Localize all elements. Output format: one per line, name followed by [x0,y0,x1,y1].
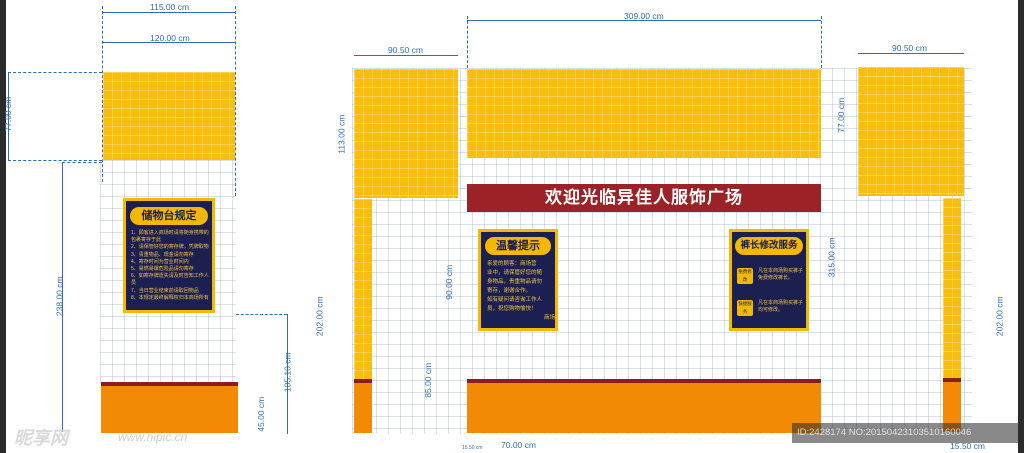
dim-label-105: 105.10 cm [282,352,293,393]
rules-line: 5、易燃易爆危险品请勿寄存 [131,266,194,273]
tips-line: 亲爱的顾客：商场营 [487,261,537,267]
left-pillar-base [354,383,372,433]
service-item: 快捷服务 凡在本商场购买裤子均可修改。 [737,298,807,318]
center-base-stripe [467,379,821,383]
dim-label-113: 113.00 cm [336,114,347,154]
rules-board-title: 储物台规定 [130,207,208,225]
dim-guide [8,72,102,73]
tips-line: 如有疑问请咨询工作人 [487,297,543,303]
right-pillar-stripe [943,378,961,382]
dim-guide [62,162,102,163]
dim-label-90-right: 90.50 cm [892,43,927,53]
right-pillar-base [943,382,961,432]
dim-line-90-right [858,53,964,54]
service-item-tag: 免费修改 [737,268,753,284]
watermark-url: www.nipic.cn [118,430,188,444]
service-board: 裤长修改服务 免费修改 凡在本商场购买裤子免费修改裤长。 快捷服务 凡在本商场购… [729,229,809,331]
tips-board-text: 亲爱的顾客：商场营 业中，请保管好您的随 身物品，贵重物品请勿 寄存，谢谢合作。… [487,260,555,323]
tips-line: 员，祝您购物愉快！ [487,306,537,312]
right-pillar-column [943,198,961,378]
tips-line: 业中，请保管好您的随 [487,270,543,276]
service-board-title: 裤长修改服务 [735,237,803,255]
dim-guide [236,314,287,315]
dim-line-238 [62,162,63,432]
rules-line: 7、当日营业结束前请取回物品 [131,287,199,294]
dim-label-315: 315.00 cm [826,237,837,278]
dim-label-202-right: 202.00 cm [994,296,1005,337]
left-pillar-stripe [354,379,372,383]
dim-label-90-board: 90.00 cm [444,264,455,300]
service-item: 免费修改 凡在本商场购买裤子免费修改裤长。 [737,266,807,286]
dim-line-115 [102,12,235,13]
watermark-logo: 昵享网 [14,428,68,448]
dim-label-45: 45.00 cm [256,396,267,432]
welcome-banner: 欢迎光临异佳人服饰广场 [467,184,821,212]
service-item-tag: 快捷服务 [737,300,753,316]
left-base-counter [101,386,238,433]
rules-board: 储物台规定 1、顾客进入商场时请将随身携带的包裹寄存于此 2、请保管好您的寄存牌… [123,198,215,313]
tips-line: 商场 [543,315,555,321]
dim-label-77-left: 77.00 cm [3,96,14,132]
dim-label-85: 85.00 cm [423,362,434,398]
rules-line: 1、顾客进入商场时请将随身携带的包裹寄存于此 [131,230,209,244]
watermark-id: ID:2428174 NO:20150423103510160046 [797,427,972,438]
service-item-text: 凡在本商场购买裤子免费修改裤长。 [758,268,804,282]
dim-label-238: 238.00 cm [54,276,65,317]
dim-line-309 [467,20,821,21]
tips-board: 温馨提示 亲爱的顾客：商场营 业中，请保管好您的随 身物品，贵重物品请勿 寄存，… [478,229,558,331]
dim-line-105 [287,314,288,434]
dim-label-120: 120.00 cm [150,33,190,43]
right-pillar-top [858,67,964,196]
dim-label-309: 309.00 cm [624,11,664,21]
dim-label-77-center: 77.00 cm [836,97,847,133]
dim-line-120 [102,42,235,43]
dim-line-77-left [8,72,9,160]
tips-line: 身物品，贵重物品请勿 [487,279,543,285]
dim-line-90-left [354,55,458,56]
service-item-text: 凡在本商场购买裤子均可修改。 [758,300,804,314]
center-base-counter [467,383,821,433]
center-top-sign [467,69,821,158]
rules-line: 8、本规定最终解释权归本商场所有 [131,294,209,301]
rules-line: 2、请保管好您的寄存牌，凭牌取物 [131,244,209,251]
rules-line: 3、贵重物品、现金请勿寄存 [131,251,194,258]
dim-label-90-left: 90.50 cm [388,45,423,55]
dim-label-15-left: 15.50 cm [462,445,483,451]
rules-line: 4、寄存时间为营业时间内 [131,258,189,265]
dim-label-115: 115.00 cm [150,2,190,12]
left-top-sign [103,72,235,160]
dim-guide [8,160,102,161]
tips-board-title: 温馨提示 [485,237,551,255]
dim-label-15-right: 15.50 cm [950,441,985,451]
left-base-stripe [101,382,238,386]
dim-guide [467,16,468,68]
watermark-id-bar [792,423,1018,443]
dim-guide [821,16,822,68]
dim-label-70: 70.00 cm [501,440,536,450]
rules-board-text: 1、顾客进入商场时请将随身携带的包裹寄存于此 2、请保管好您的寄存牌，凭牌取物 … [131,230,211,302]
left-pillar-top [354,69,458,198]
left-pillar-column [354,199,372,379]
tips-line: 寄存，谢谢合作。 [487,288,532,294]
rules-line: 6、如寄存牌遗失请及时告知工作人员 [131,273,209,287]
dim-guide [102,6,103,182]
dim-guide [235,6,236,196]
dim-label-202-left: 202.00 cm [314,296,325,337]
